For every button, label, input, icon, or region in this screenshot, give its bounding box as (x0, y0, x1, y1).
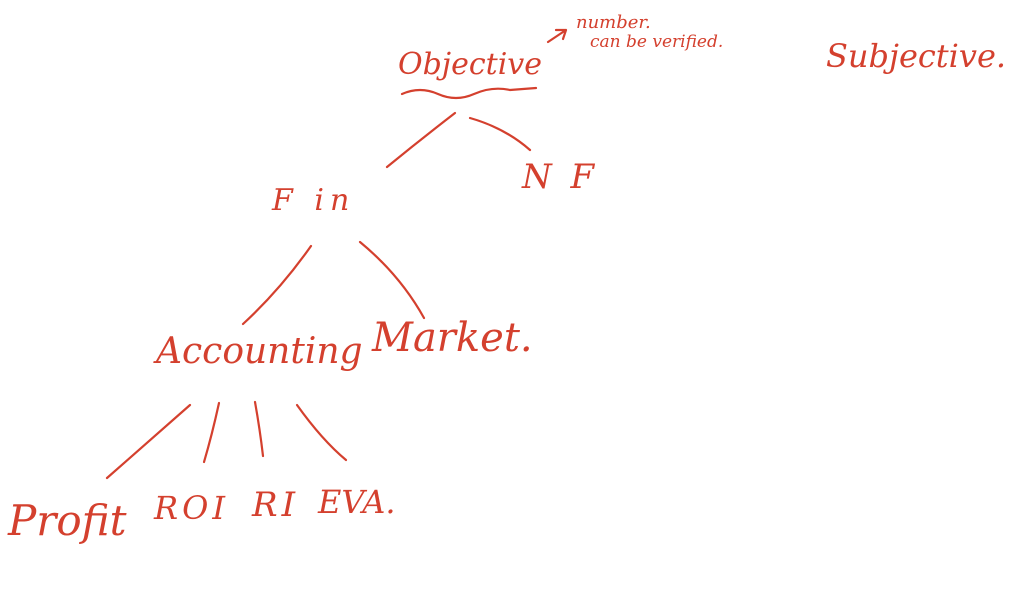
edge-accounting-eva (295, 403, 348, 462)
node-eva: EVA. (318, 483, 396, 521)
note-line-1: number. (576, 12, 651, 33)
note-arrow (546, 28, 568, 44)
edge-objective-fin (385, 111, 457, 169)
node-ri: RI (252, 485, 300, 525)
node-market: Market. (372, 315, 533, 361)
node-fin: F in (272, 183, 356, 218)
edge-fin-market (358, 240, 426, 320)
node-accounting: Accounting (156, 331, 363, 372)
node-nf: N F (522, 157, 599, 197)
node-objective: Objective (398, 47, 543, 82)
edge-accounting-roi (202, 401, 221, 464)
node-profit: Profit (8, 496, 127, 545)
objective-underline (400, 86, 538, 100)
note-line-2: can be verified. (590, 32, 724, 52)
edge-objective-nf (468, 116, 532, 152)
node-subjective: Subjective. (826, 37, 1007, 75)
edge-accounting-profit (105, 403, 192, 480)
node-roi: ROI (154, 489, 229, 527)
edge-accounting-ri (253, 400, 265, 458)
edge-fin-accounting (241, 244, 313, 326)
